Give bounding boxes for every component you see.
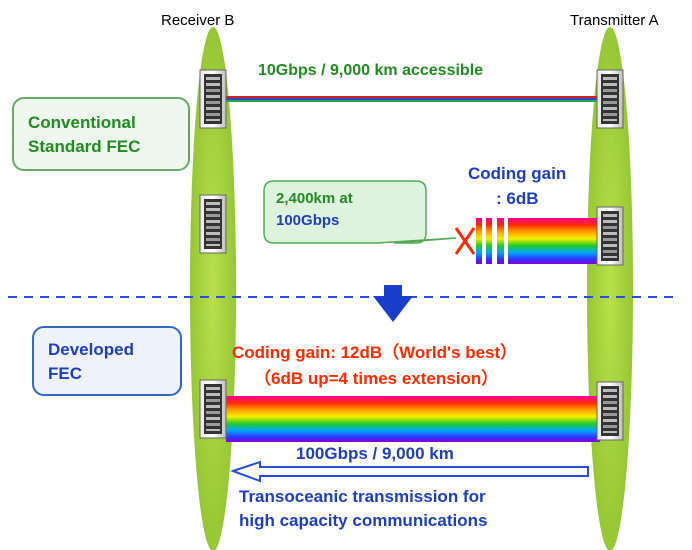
rack-receiver-bottom [199,379,227,439]
link-10gbps-label: 10Gbps / 9,000 km accessible [258,62,484,79]
coding-gain-12db-line1: Coding gain: 12dB（World's best） [232,343,518,362]
developed-fec-box: Developed FEC [32,326,182,396]
conventional-fec-box: Conventional Standard FEC [12,97,190,171]
fiber-100gbps-short [508,218,600,264]
rack-transmitter-bottom [596,381,624,441]
coding-gain-12db-line2: （6dB up=4 times extension） [254,369,499,388]
transoceanic-line1: Transoceanic transmission for [239,487,486,506]
down-arrow-icon [373,285,413,322]
rack-receiver-middle [199,194,227,254]
transoceanic-line2: high capacity communications [239,511,488,530]
fiber-10gbps [226,96,598,102]
fiber-segments [476,218,504,264]
left-arrow-icon [229,460,589,483]
fiber-100gbps-long [226,396,600,442]
rack-transmitter-top [596,69,624,129]
callout-line1: 2,400km at [276,190,353,207]
conventional-box-line1: Conventional [28,113,136,132]
break-x-icon [454,227,476,255]
rack-receiver-top [199,69,227,129]
receiver-label: Receiver B [161,12,235,29]
link-100gbps-label: 100Gbps / 9,000 km [296,444,454,463]
callout-line2: 100Gbps [276,212,340,229]
rack-transmitter-middle [596,206,624,266]
coding-gain-6db-line1: Coding gain [468,164,567,183]
developed-box-line2: FEC [48,364,82,383]
developed-box-line1: Developed [48,340,134,359]
transmitter-label: Transmitter A [570,12,659,29]
callout-bubble [263,180,457,244]
conventional-box-line2: Standard FEC [28,137,141,156]
coding-gain-6db-line2: : 6dB [496,189,539,208]
